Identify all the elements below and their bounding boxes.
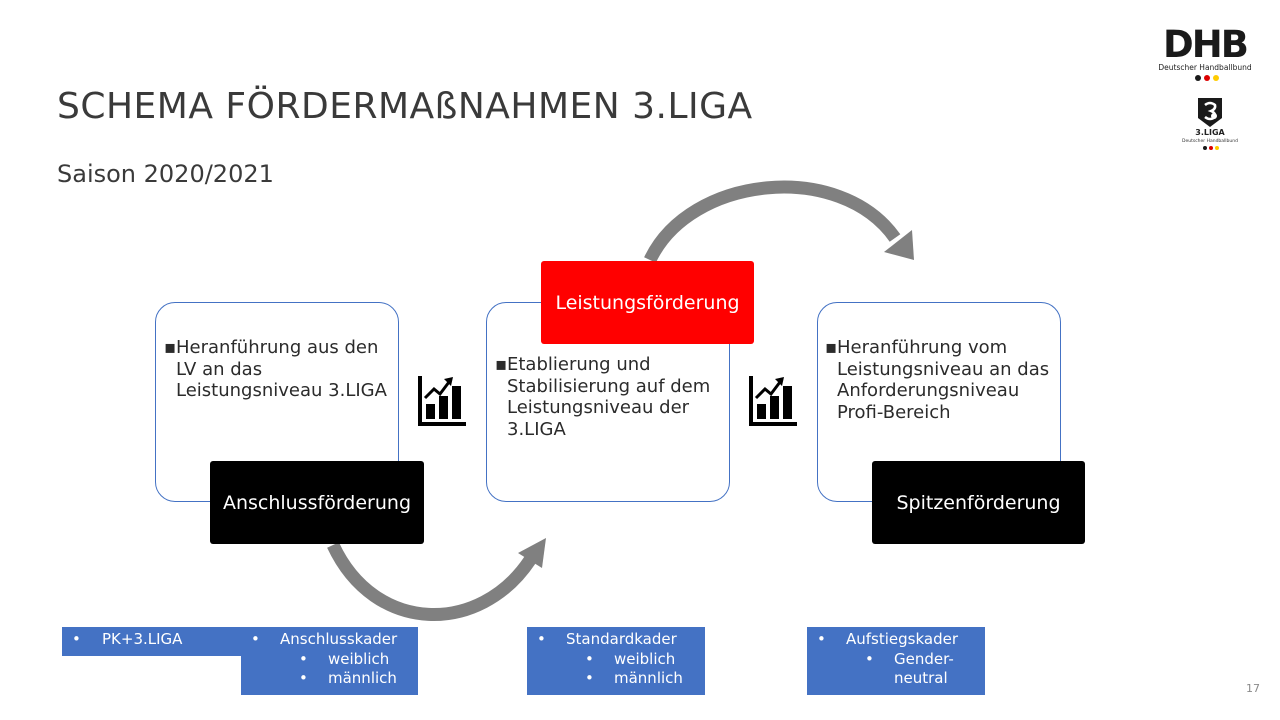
flag-dot-red: [1204, 75, 1210, 81]
kader-box-pk: • PK+3.LIGA: [62, 627, 242, 656]
kader-sub-item: männlich: [328, 669, 397, 687]
bullet: ▪: [495, 354, 508, 375]
sub-bullet: •: [299, 649, 308, 668]
flag-dot-black: [1203, 146, 1207, 150]
liga-flag-dots: [1203, 146, 1219, 150]
kader-box-aufstieg: •Aufstiegskader •Gender- neutral: [807, 627, 985, 695]
stage-text: Etablierung und Stabilisierung auf dem L…: [507, 354, 711, 440]
liga-logo-caption: Deutscher Handballbund: [1182, 139, 1238, 144]
sub-bullet: •: [585, 669, 594, 687]
dhb-logo-caption: Deutscher Handballbund: [1158, 63, 1252, 72]
bullet: •: [817, 630, 826, 648]
liga-logo: 3.LIGA Deutscher Handballbund: [1180, 96, 1240, 156]
curved-arrow-icon: [644, 180, 914, 263]
kader-sub-item: männlich: [614, 669, 683, 687]
stage-description: ▪ Heranführung vom Leistungsniveau an da…: [825, 337, 1057, 423]
kader-sub-item: Gender-: [894, 649, 954, 668]
kader-box-standard: •Standardkader •weiblich •männlich: [527, 627, 705, 695]
kader-sub-item: neutral: [894, 669, 948, 687]
kader-box-anschluss: •Anschlusskader •weiblich •männlich: [241, 627, 418, 695]
page-number: 17: [1246, 682, 1260, 695]
kader-label: Anschlusskader: [280, 630, 398, 648]
liga-logo-label: 3.LIGA: [1195, 128, 1225, 137]
kader-label: PK+3.LIGA: [102, 630, 183, 648]
bullet: ▪: [825, 337, 838, 358]
growth-chart-icon: [749, 376, 797, 426]
bullet: •: [251, 630, 260, 648]
kader-label: Aufstiegskader: [846, 630, 959, 648]
sub-bullet: •: [865, 649, 874, 668]
stage-description: ▪ Heranführung aus den LV an das Leistun…: [164, 337, 394, 402]
stage-label-leistung: Leistungsförderung: [541, 261, 754, 344]
bullet: ▪: [164, 337, 177, 358]
flag-dot-gold: [1215, 146, 1219, 150]
kader-sub-item: weiblich: [328, 649, 390, 668]
slide-title: SCHEMA FÖRDERMAßNAHMEN 3.LIGA: [57, 86, 753, 127]
dhb-logo: DHB Deutscher Handballbund: [1155, 23, 1255, 86]
growth-chart-icon: [418, 376, 466, 426]
flag-dot-black: [1195, 75, 1201, 81]
kader-label: Standardkader: [566, 630, 677, 648]
sub-bullet: •: [585, 649, 594, 668]
dhb-wordmark: DHB: [1163, 26, 1247, 62]
stage-text: Heranführung vom Leistungsniveau an das …: [837, 337, 1050, 423]
stage-description: ▪ Etablierung und Stabilisierung auf dem…: [495, 354, 725, 440]
stage-label-anschluss: Anschlussförderung: [210, 461, 424, 544]
bullet: •: [537, 630, 546, 648]
stage-label-spitze: Spitzenförderung: [872, 461, 1085, 544]
slide-subtitle: Saison 2020/2021: [57, 160, 274, 188]
liga-shield-icon: [1198, 98, 1222, 127]
sub-bullet: •: [299, 669, 308, 687]
kader-sub-item: weiblich: [614, 649, 676, 668]
stage-text: Heranführung aus den LV an das Leistungs…: [176, 337, 387, 401]
dhb-flag-dots: [1195, 75, 1219, 81]
bullet: •: [72, 630, 81, 648]
flag-dot-gold: [1213, 75, 1219, 81]
dhb-wordmark-icon: DHB: [1163, 23, 1249, 66]
curved-arrow-icon: [327, 538, 546, 621]
flag-dot-red: [1209, 146, 1213, 150]
